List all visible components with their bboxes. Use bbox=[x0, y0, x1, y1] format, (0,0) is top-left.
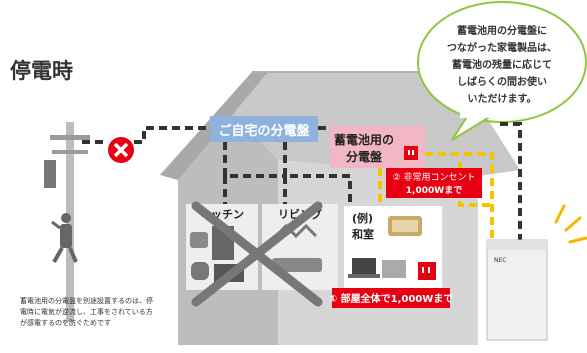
bubble-line-2: つながった家電製品は、 bbox=[447, 41, 557, 54]
sun-rays-icon bbox=[554, 204, 587, 244]
battery-brand: NEC bbox=[494, 257, 506, 264]
laptop-icon bbox=[348, 258, 380, 278]
emergency-outlet-callout: ② 非常用コンセント 1,000Wまで bbox=[386, 168, 482, 198]
bubble-line-4: しばらくの間お使い bbox=[457, 75, 547, 88]
emergency-outlet-line-2: 1,000Wまで bbox=[406, 185, 462, 196]
note-line-1: 蓄電池用の分電盤を別途設置するのは、停 bbox=[20, 296, 153, 305]
power-pole-icon bbox=[44, 122, 90, 322]
room-limit-callout: ① 部屋全体で1,000Wまで bbox=[329, 262, 454, 308]
ceiling-light-icon bbox=[388, 216, 422, 236]
air-conditioner-icon bbox=[272, 258, 322, 272]
note-line-2: 電時に電気が逆流し、工事をされている方 bbox=[20, 307, 153, 316]
washitsu-label: 和室 bbox=[352, 227, 374, 241]
page-title: 停電時 bbox=[10, 59, 73, 83]
toaster-icon bbox=[190, 232, 208, 248]
battery-panel: 蓄電池用の 分電盤 bbox=[330, 126, 425, 168]
bubble-line-5: いただけます。 bbox=[468, 93, 537, 105]
disabled-x bbox=[191, 201, 323, 307]
footnote: 蓄電池用の分電盤を別途設置するのは、停 電時に電気が逆流し、工事をされている方 … bbox=[20, 296, 153, 327]
info-bubble: 蓄電池用の分電盤に つながった家電製品は、 蓄電池の残量に応じて しばらくの間お… bbox=[417, 1, 587, 141]
device-icon bbox=[382, 260, 406, 278]
outlet-icon bbox=[404, 146, 418, 160]
svg-text:ご自宅の分電盤: ご自宅の分電盤 bbox=[218, 123, 310, 139]
home-panel-label: ご自宅の分電盤 bbox=[210, 116, 318, 142]
outlet-icon-2 bbox=[418, 262, 436, 280]
worker-icon bbox=[51, 213, 78, 263]
battery-panel-line-1: 蓄電池用の bbox=[334, 132, 394, 147]
x-mark-icon bbox=[108, 137, 134, 163]
note-line-3: が感電するのを防ぐためです bbox=[20, 318, 111, 327]
washitsu-room: (例) 和室 bbox=[344, 206, 442, 300]
grid-wires bbox=[82, 122, 522, 240]
battery-panel-line-2: 分電盤 bbox=[346, 149, 383, 164]
bubble-line-1: 蓄電池用の分電盤に bbox=[457, 24, 547, 37]
battery-unit-icon: NEC bbox=[486, 239, 548, 341]
room-limit-text: ① 部屋全体で1,000Wまで bbox=[329, 292, 454, 305]
bubble-line-3: 蓄電池の残量に応じて bbox=[452, 58, 552, 71]
example-label: (例) bbox=[352, 211, 373, 225]
emergency-outlet-line-1: ② 非常用コンセント bbox=[393, 171, 476, 183]
rice-cooker-icon bbox=[191, 262, 209, 280]
